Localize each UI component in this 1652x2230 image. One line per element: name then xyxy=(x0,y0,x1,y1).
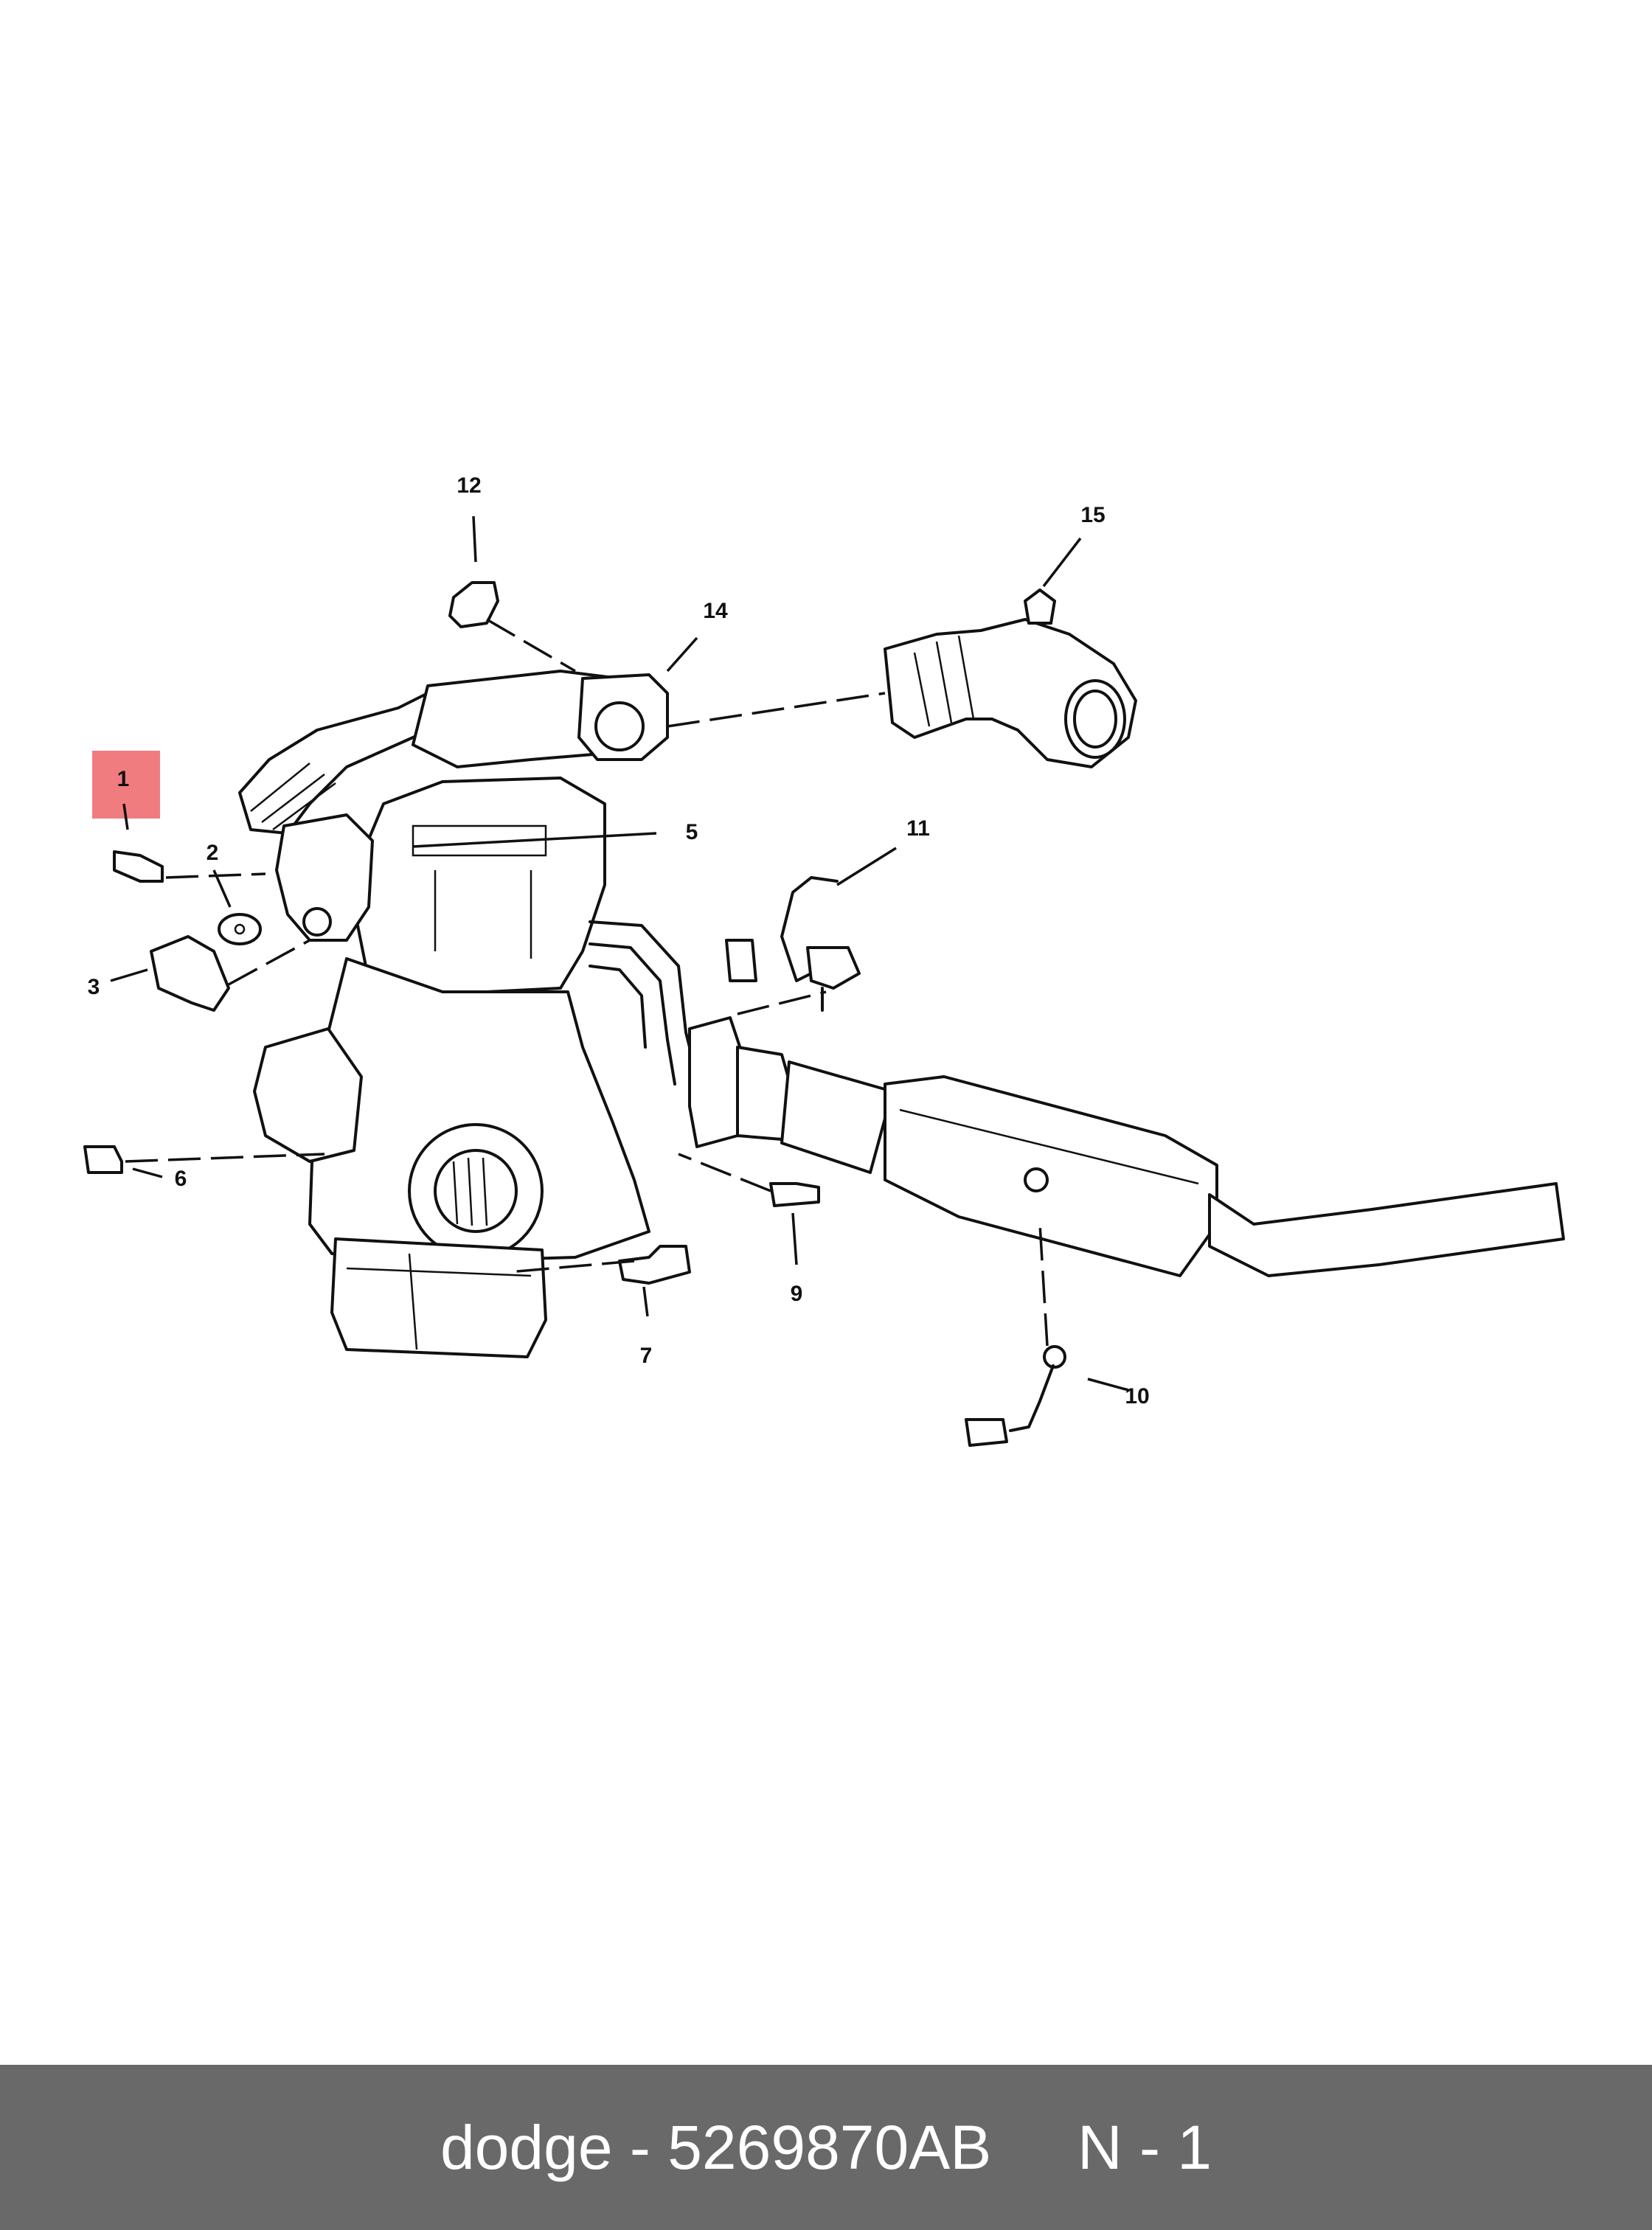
part-7-sensor xyxy=(618,1245,691,1285)
callout-10: 10 xyxy=(1125,1384,1149,1408)
callout-2: 2 xyxy=(206,841,219,865)
highlighted-callout-marker xyxy=(92,751,160,819)
footer-separator: - xyxy=(612,2112,668,2182)
part-6-sensor xyxy=(83,1145,123,1174)
sensor-parts xyxy=(83,581,1137,1447)
part-9-sensor xyxy=(769,1182,820,1207)
footer-brand: dodge xyxy=(440,2112,613,2182)
callout-14: 14 xyxy=(703,599,728,623)
callout-7: 7 xyxy=(640,1344,653,1368)
callout-3: 3 xyxy=(88,975,100,999)
callout-5: 5 xyxy=(686,820,698,844)
part-12-sensor xyxy=(448,581,499,628)
callout-15: 15 xyxy=(1080,503,1105,527)
callout-9: 9 xyxy=(791,1282,803,1306)
callout-11: 11 xyxy=(906,816,930,841)
part-11-sensor xyxy=(725,939,757,982)
engine-sensor-diagram: 1 2 3 5 6 7 9 10 11 12 14 15 xyxy=(83,473,1565,1447)
callout-leader-lines xyxy=(110,515,1129,1392)
callout-12: 12 xyxy=(457,473,481,498)
footer-part-number: 5269870AB xyxy=(667,2112,992,2182)
part-2-washer xyxy=(218,913,262,945)
footer-bar: dodge - 5269870AB N - 1 xyxy=(0,2065,1652,2230)
footer-position-code: N - 1 xyxy=(1077,2112,1212,2182)
callout-1: 1 xyxy=(117,767,130,791)
part-1-sensor xyxy=(113,850,164,883)
assembly-dash-lines xyxy=(125,618,1049,1347)
callout-6: 6 xyxy=(175,1167,187,1191)
exhaust-system xyxy=(688,1016,1565,1277)
footer-caption: dodge - 5269870AB N - 1 xyxy=(440,2112,1212,2184)
engine-assembly xyxy=(238,670,698,1358)
part-10-sensor xyxy=(1043,1345,1066,1369)
part-3-bracket xyxy=(150,935,230,1012)
callout-labels: 1 2 3 5 6 7 9 10 11 12 14 15 xyxy=(88,473,1150,1408)
